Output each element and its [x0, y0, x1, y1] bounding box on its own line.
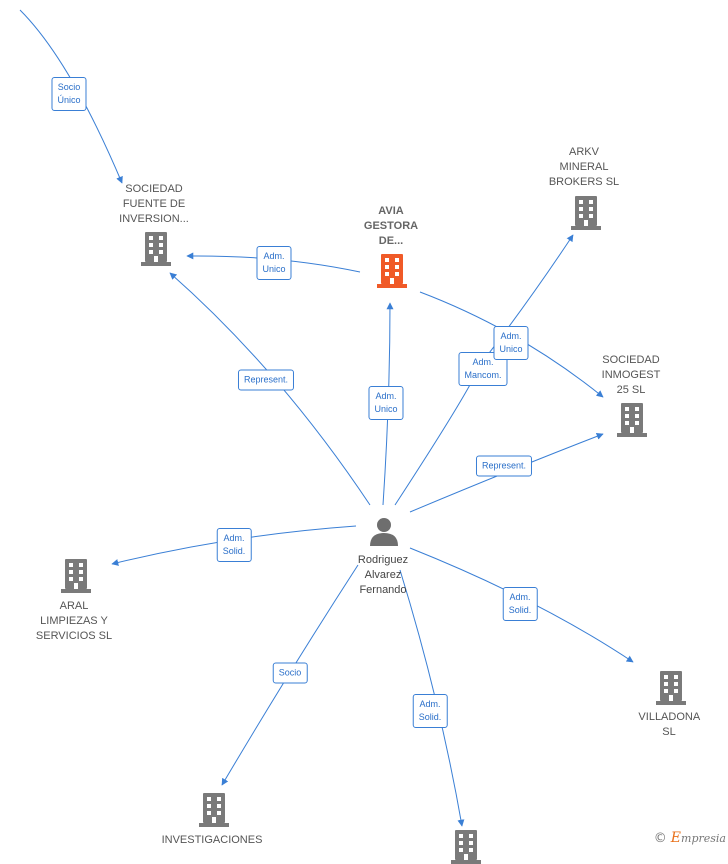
- company-name-arkv[interactable]: ARKV MINERAL BROKERS SL: [548, 146, 620, 188]
- edge-label-socio-unico[interactable]: Socio Único: [51, 77, 87, 111]
- edge-to-arkv: [479, 234, 574, 366]
- company-name-sociedad-fuente[interactable]: SOCIEDAD FUENTE DE INVERSION...: [119, 183, 189, 225]
- edge-label-adm-solid[interactable]: Adm. Solid.: [412, 694, 448, 728]
- brand-logo-initial: E: [670, 830, 682, 846]
- edge-label-adm-unico[interactable]: Adm. Unico: [493, 326, 529, 360]
- building-icon[interactable]: [377, 254, 407, 288]
- edge-label-socio[interactable]: Socio: [272, 662, 308, 684]
- edge-label-adm-unico[interactable]: Adm. Unico: [368, 386, 404, 420]
- edge-label-represent[interactable]: Represent.: [237, 369, 295, 391]
- edge-label-adm-solid[interactable]: Adm. Solid.: [216, 528, 252, 562]
- edge-label-adm-mancom[interactable]: Adm. Mancom.: [458, 352, 508, 386]
- person-icon[interactable]: [369, 516, 399, 546]
- building-icon[interactable]: [199, 793, 229, 827]
- building-icon[interactable]: [617, 403, 647, 437]
- edge-label-represent[interactable]: Represent.: [475, 455, 533, 477]
- company-name-inmogest[interactable]: SOCIEDAD INMOGEST 25 SL: [601, 354, 661, 396]
- edge-label-adm-solid[interactable]: Adm. Solid.: [502, 587, 538, 621]
- building-icon[interactable]: [141, 232, 171, 266]
- person-name[interactable]: Rodriguez Alvarez Fernando: [357, 554, 409, 596]
- building-icon[interactable]: [61, 559, 91, 593]
- company-name-villadona[interactable]: VILLADONA SL: [638, 711, 701, 738]
- company-name-aral[interactable]: ARAL LIMPIEZAS Y SERVICIOS SL: [35, 600, 113, 642]
- building-icon[interactable]: [656, 671, 686, 705]
- brand-watermark: ©Empresia: [654, 830, 726, 846]
- company-name-investigaciones[interactable]: INVESTIGACIONES: [161, 834, 263, 846]
- building-icon[interactable]: [571, 196, 601, 230]
- edge-label-adm-unico[interactable]: Adm. Unico: [256, 246, 292, 280]
- brand-logo-text: mpresia: [681, 832, 726, 845]
- building-icon[interactable]: [451, 830, 481, 864]
- copyright-symbol: ©: [653, 831, 667, 846]
- company-name-avia[interactable]: AVIA GESTORA DE...: [363, 205, 419, 247]
- edge-adm-mancom: [394, 364, 481, 506]
